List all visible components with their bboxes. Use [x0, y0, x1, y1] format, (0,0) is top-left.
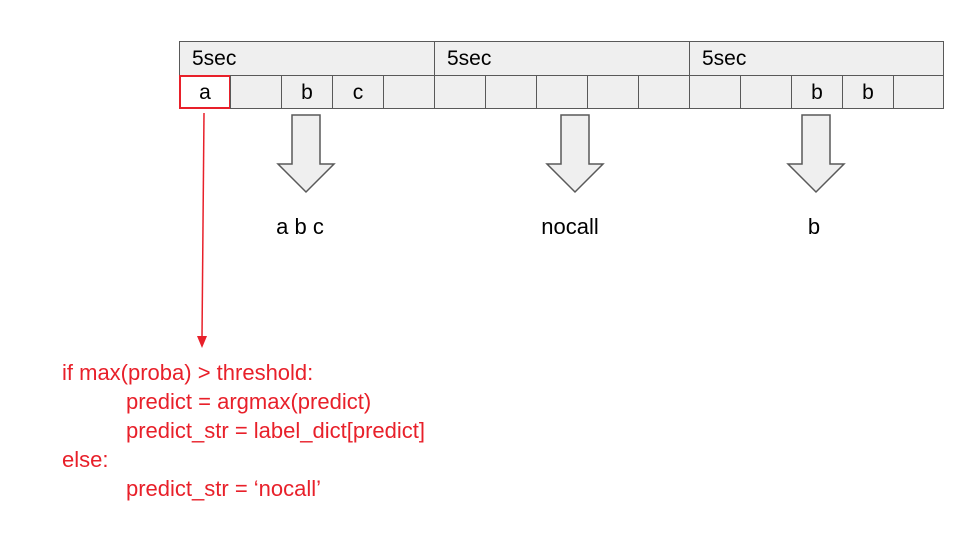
frame-cell: [587, 75, 639, 109]
down-arrow-icon: [276, 114, 336, 194]
result-label-1: a b c: [276, 214, 324, 239]
code-line-predict-str: predict_str = label_dict[predict]: [126, 418, 425, 443]
frame-cell: [536, 75, 588, 109]
down-arrow-icon: [545, 114, 605, 194]
frame-cell: [383, 75, 435, 109]
code-line-predict: predict = argmax(predict): [126, 389, 372, 414]
frame-cell: [434, 75, 486, 109]
frame-cell: [893, 75, 944, 109]
frame-cell: c: [332, 75, 384, 109]
code-line-nocall: predict_str = ‘nocall’: [126, 476, 322, 501]
code-line-if: if max(proba) > threshold:: [62, 360, 314, 385]
segment-header-3: 5sec: [689, 41, 944, 76]
frame-cell: [689, 75, 741, 109]
down-arrow-icon: [786, 114, 846, 194]
segment-header-1: 5sec: [179, 41, 435, 76]
frame-cell: [485, 75, 537, 109]
frame-cell: [638, 75, 690, 109]
result-label-2: nocall: [541, 214, 599, 239]
code-line-else: else:: [62, 447, 109, 472]
result-label-3: b: [807, 214, 821, 239]
